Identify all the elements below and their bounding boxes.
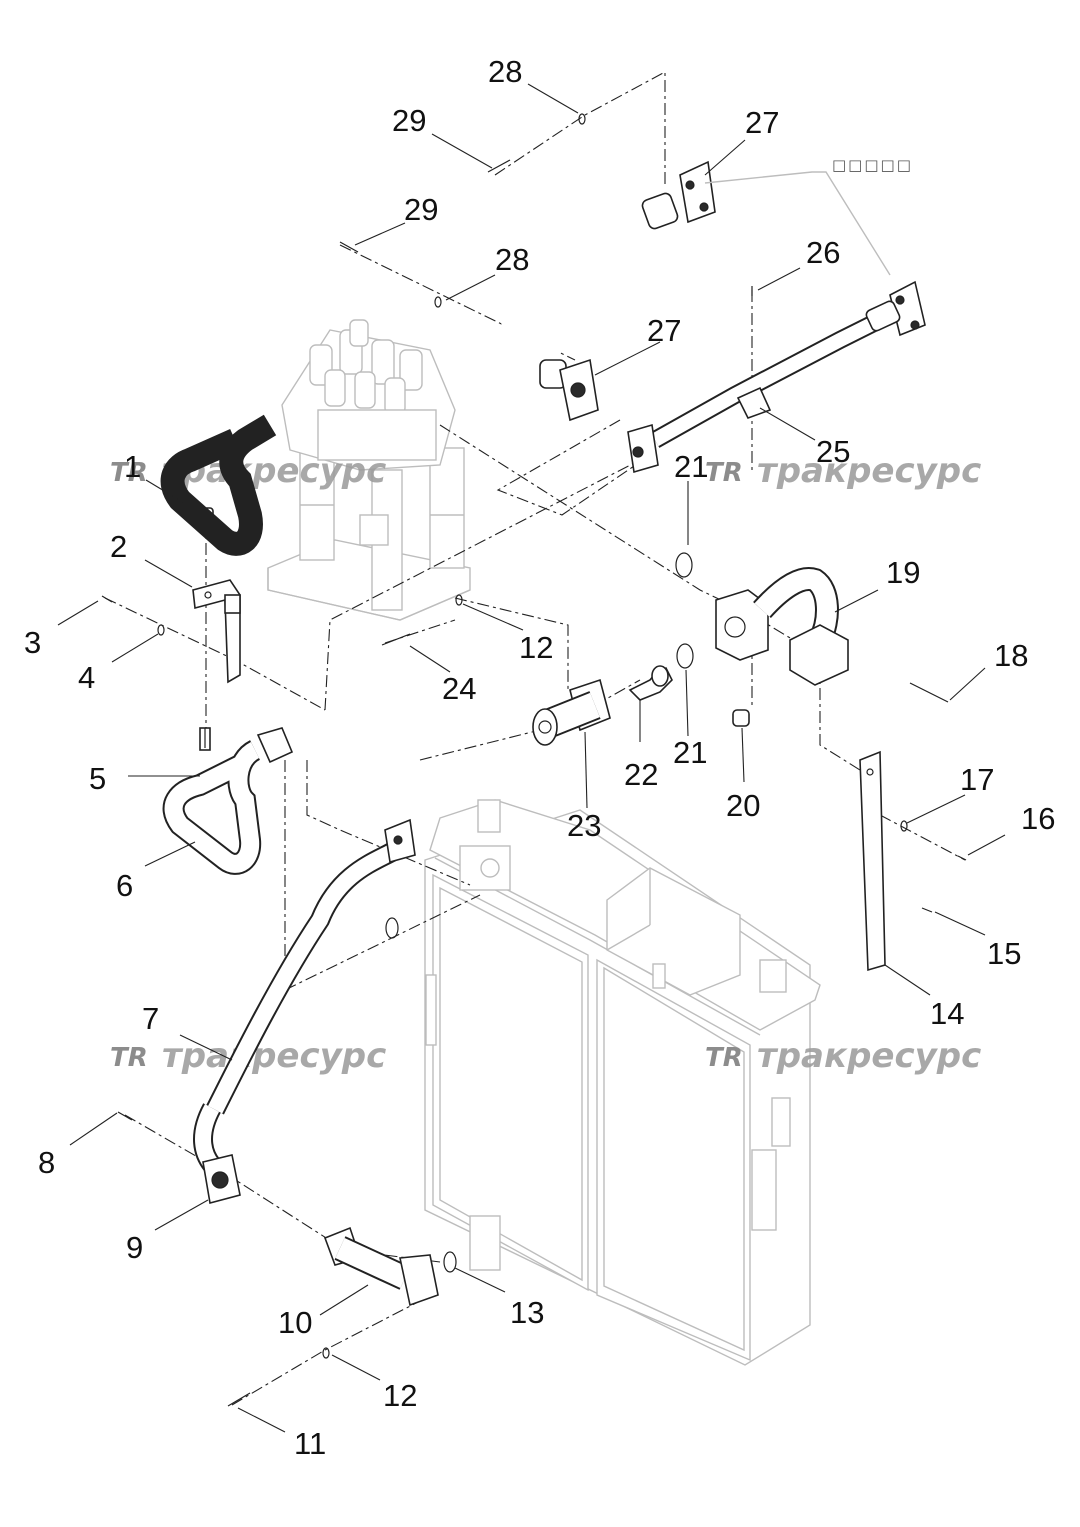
bolt-8 [117, 1111, 133, 1121]
callout-21: 21 [673, 735, 707, 770]
callout-15: 15 [987, 936, 1021, 971]
flange-9 [202, 1154, 241, 1204]
radiator-ghost [424, 799, 821, 1366]
callout-27: 27 [647, 313, 681, 348]
bolt-15 [921, 907, 933, 913]
bolts [101, 113, 967, 1407]
callout-20: 20 [726, 788, 760, 823]
callout-7: 7 [142, 1001, 159, 1036]
plug-20 [732, 709, 750, 727]
svg-text:TR: TR [110, 1043, 148, 1073]
callout-9: 9 [126, 1230, 143, 1265]
callout-28: 28 [495, 242, 529, 277]
hose-upper-left [500, 160, 716, 422]
callout-26: 26 [806, 235, 840, 270]
callout-29: 29 [392, 103, 426, 138]
o-ring-mid [385, 917, 399, 939]
callout-24: 24 [442, 671, 476, 706]
bolt-29-lower [339, 241, 359, 253]
callout-29: 29 [404, 192, 438, 227]
callout-8: 8 [38, 1145, 55, 1180]
watermark-top-right: TR тракресурс [705, 451, 981, 491]
callout-25: 25 [816, 434, 850, 469]
callout-16: 16 [1021, 801, 1055, 836]
watermark-bottom-right: TR тракресурс [705, 1036, 981, 1076]
o-ring-21-upper [675, 552, 693, 578]
callout-23: 23 [567, 808, 601, 843]
o-ring-13 [443, 1251, 457, 1273]
bolt-24 [381, 633, 411, 646]
callout-18: 18 [994, 638, 1028, 673]
callout-27: 27 [745, 105, 779, 140]
callout-19: 19 [886, 555, 920, 590]
bent-pipe-6 [160, 414, 294, 875]
callout-21: 21 [674, 449, 708, 484]
elbow-pipe [715, 567, 849, 686]
bolt-3 [101, 595, 113, 603]
fitting-22 [628, 665, 673, 701]
callout-14: 14 [930, 996, 964, 1031]
bracket-2 [192, 579, 241, 684]
watermark-bottom-left: TR тракресурс [110, 1036, 386, 1076]
callout-1: 1 [124, 449, 141, 484]
callout-17: 17 [960, 762, 994, 797]
callout-11: 11 [294, 1426, 326, 1461]
callout-28: 28 [488, 54, 522, 89]
o-ring-21-lower [676, 643, 694, 669]
callout-6: 6 [116, 868, 133, 903]
callout-22: 22 [624, 757, 658, 792]
svg-text:TR: TR [705, 458, 743, 488]
bracket-14 [859, 750, 886, 972]
control-valve-ghost [267, 319, 471, 621]
svg-text:тракресурс: тракресурс [757, 1036, 981, 1076]
svg-text:тракресурс: тракресурс [757, 451, 981, 491]
callout-10: 10 [278, 1305, 312, 1340]
callout-5: 5 [89, 761, 106, 796]
bolt-18 [909, 682, 949, 703]
svg-text:тракресурс: тракресурс [162, 1036, 386, 1076]
bolt-11 [227, 1392, 251, 1407]
note-text: □□□□□ [832, 156, 913, 174]
svg-text:TR: TR [705, 1043, 743, 1073]
callout-labels: 28 29 27 29 28 26 27 25 1 21 2 19 3 12 1… [24, 54, 1055, 1461]
callout-2: 2 [110, 529, 127, 564]
callout-13: 13 [510, 1295, 544, 1330]
bolt-29-upper [487, 159, 511, 173]
bolt-16 [957, 855, 967, 861]
callout-4: 4 [78, 660, 95, 695]
callout-12: 12 [519, 630, 553, 665]
svg-text:TR: TR [110, 458, 148, 488]
callout-3: 3 [24, 625, 41, 660]
pipe-10 [323, 1226, 439, 1307]
hose-upper-right [627, 280, 926, 474]
pipe-flange-center [532, 678, 611, 746]
callout-12: 12 [383, 1378, 417, 1413]
leader-lines [57, 83, 1006, 1433]
